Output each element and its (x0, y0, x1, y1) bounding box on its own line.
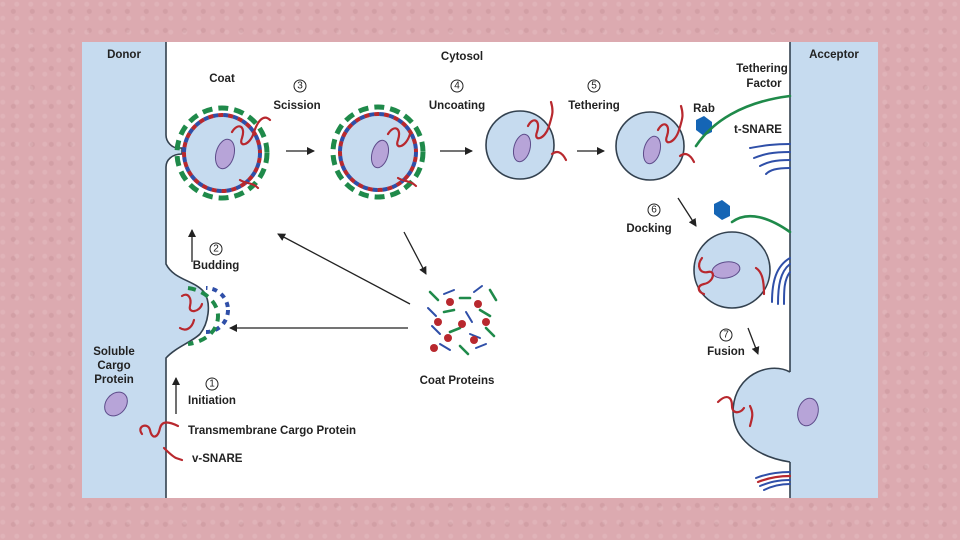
rab-protein (696, 116, 712, 136)
v-snare-label: v-SNARE (192, 453, 243, 465)
step-7: 7 Fusion (707, 328, 745, 358)
svg-text:Factor: Factor (746, 78, 782, 90)
svg-text:Budding: Budding (193, 260, 240, 272)
arrow-coat-release (403, 231, 427, 275)
vesicle-transport-diagram: Donor Cytosol Acceptor Coat 3 Scission 4… (82, 42, 878, 498)
coated-vesicle-budded (174, 105, 272, 201)
svg-text:6: 6 (651, 205, 657, 216)
budding-site (178, 288, 228, 346)
step-3: 3 Scission (273, 79, 321, 112)
transmembrane-cargo-label: Transmembrane Cargo Protein (188, 425, 356, 437)
acceptor-label: Acceptor (809, 49, 859, 61)
svg-text:Uncoating: Uncoating (429, 100, 485, 112)
uncoated-vesicle (485, 100, 568, 180)
transmembrane-cargo-glyph (139, 421, 180, 438)
step-5: 5 Tethering (568, 79, 620, 112)
step-1: 1 Initiation (188, 377, 236, 407)
t-snare-cluster-top (749, 143, 791, 175)
t-snare-cluster-bottom (755, 471, 792, 491)
fusing-vesicle (716, 367, 819, 463)
donor-membrane (82, 42, 209, 498)
acceptor-membrane (777, 42, 878, 498)
svg-text:3: 3 (297, 81, 303, 92)
svg-text:5: 5 (591, 81, 597, 92)
tethering-factor-label: Tethering (736, 63, 788, 75)
cytosol-label: Cytosol (441, 51, 483, 63)
svg-text:2: 2 (213, 244, 219, 255)
svg-text:Tethering: Tethering (568, 100, 620, 112)
svg-text:Initiation: Initiation (188, 395, 236, 407)
rab-label: Rab (693, 103, 715, 115)
svg-text:Protein: Protein (94, 374, 134, 386)
donor-label: Donor (107, 49, 141, 61)
svg-text:Fusion: Fusion (707, 346, 745, 358)
coat-proteins-label: Coat Proteins (420, 375, 495, 387)
step-6: 6 Docking (626, 203, 672, 235)
coat-proteins-pool (427, 285, 498, 356)
svg-text:4: 4 (454, 81, 460, 92)
svg-text:Scission: Scission (273, 100, 320, 112)
step-4: 4 Uncoating (429, 79, 485, 112)
svg-text:Cargo: Cargo (97, 360, 130, 372)
t-snare-label: t-SNARE (734, 124, 782, 136)
svg-text:Docking: Docking (626, 223, 671, 235)
soluble-cargo-protein (104, 391, 128, 417)
tethering-factor-fiber (694, 94, 792, 148)
svg-text:1: 1 (209, 379, 215, 390)
coat-label: Coat (209, 73, 235, 85)
docked-vesicle (693, 200, 792, 309)
diagram-canvas: Donor Cytosol Acceptor Coat 3 Scission 4… (82, 42, 878, 498)
step-2: 2 Budding (193, 242, 240, 272)
soluble-cargo-label: Soluble (93, 346, 135, 358)
coated-vesicle-free (330, 104, 426, 200)
arrow-coat-recycle-upper (277, 233, 411, 305)
arrow-fusion (747, 327, 760, 355)
svg-text:7: 7 (723, 330, 729, 341)
arrow-docking (677, 197, 697, 227)
rab-protein-docked (714, 200, 730, 220)
v-snare-glyph (162, 446, 184, 462)
